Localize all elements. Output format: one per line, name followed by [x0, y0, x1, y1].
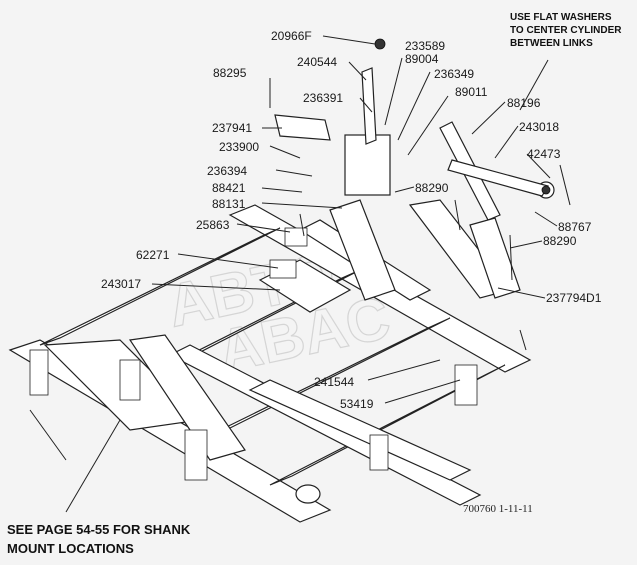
plate-25863 [284, 227, 308, 247]
right-bracket [469, 217, 521, 299]
label-88290-upper: 88290 [415, 181, 449, 195]
label-20966F: 20966F [271, 29, 312, 43]
left-clamp-1 [29, 349, 49, 396]
label-88767: 88767 [558, 220, 592, 234]
label-237941: 237941 [212, 121, 252, 135]
note-line-2: TO CENTER CYLINDER [510, 25, 622, 36]
label-233900: 233900 [219, 140, 259, 154]
cylinder-body [447, 159, 549, 197]
clamp-53419 [454, 364, 478, 406]
label-236394: 236394 [207, 164, 247, 178]
wheel-hub [295, 484, 321, 504]
leader-lines [29, 35, 571, 513]
cross-tube-1 [39, 227, 281, 346]
left-clamp-3 [184, 429, 208, 481]
label-42473: 42473 [527, 147, 561, 161]
center-beam-2 [248, 379, 472, 481]
label-88196: 88196 [507, 96, 541, 110]
label-236349: 236349 [434, 67, 474, 81]
link-240544 [361, 67, 377, 145]
bolt-88290 [454, 199, 461, 231]
note-flat-washers: USE FLAT WASHERS TO CENTER CYLINDER BETW… [510, 12, 622, 49]
label-240544: 240544 [297, 55, 337, 69]
footer-note: SEE PAGE 54-55 FOR SHANK MOUNT LOCATIONS [7, 522, 191, 556]
note-line-3: BETWEEN LINKS [510, 38, 593, 49]
label-88295: 88295 [213, 66, 247, 80]
label-243018: 243018 [519, 120, 559, 134]
label-62271: 62271 [136, 248, 170, 262]
center-beam-1 [168, 344, 482, 506]
frame-drawing [8, 38, 555, 523]
bolt-88290b [509, 234, 513, 281]
label-88421: 88421 [212, 181, 246, 195]
bolt-right [519, 329, 527, 351]
footer-line-1: SEE PAGE 54-55 FOR SHANK [7, 522, 191, 537]
bolt-25863 [299, 213, 305, 237]
label-88131: 88131 [212, 197, 246, 211]
label-236391: 236391 [303, 91, 343, 105]
drawing-number: 700760 1-11-11 [463, 503, 533, 515]
left-hinge-arm [128, 334, 246, 461]
left-clamp-2 [119, 359, 141, 401]
label-233589: 233589 [405, 39, 445, 53]
hitch-arm [329, 199, 396, 301]
pin-20966F [374, 38, 386, 50]
label-89011: 89011 [455, 85, 488, 99]
label-89004: 89004 [405, 52, 439, 66]
label-237794D1: 237794D1 [546, 291, 602, 305]
part-labels: 20966F 233589 240544 89004 88295 236349 … [101, 29, 602, 411]
label-243017: 243017 [101, 277, 141, 291]
cross-tube-4 [269, 364, 506, 486]
clamp-rear [369, 434, 389, 471]
label-53419: 53419 [340, 397, 374, 411]
label-88290-lower: 88290 [543, 234, 577, 248]
pivot-bracket [344, 134, 391, 196]
label-25863: 25863 [196, 218, 230, 232]
label-241544: 241544 [314, 375, 354, 389]
plate-62271 [269, 259, 297, 279]
footer-line-2: MOUNT LOCATIONS [7, 541, 134, 556]
bracket-plate-237941 [274, 114, 331, 141]
cylinder-pin [541, 185, 551, 195]
note-line-1: USE FLAT WASHERS [510, 12, 612, 23]
